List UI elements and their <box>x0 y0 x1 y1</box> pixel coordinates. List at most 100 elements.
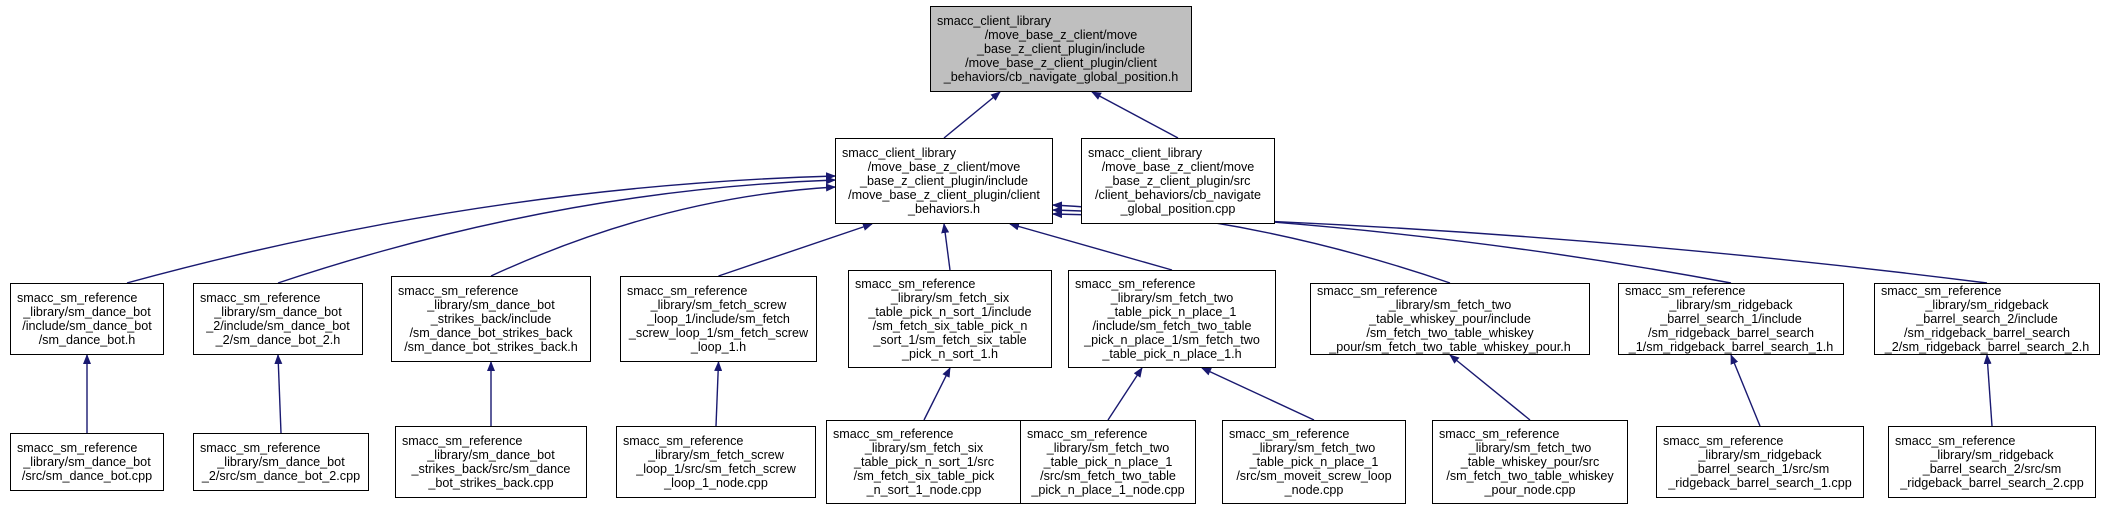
node-ridge1-h[interactable]: smacc_sm_reference_library/sm_ridgeback_… <box>1618 283 1844 355</box>
node-dance2-cpp[interactable]: smacc_sm_reference_library/sm_dance_bot_… <box>193 433 369 491</box>
node-label-line: _table_pick_n_place_1 <box>1043 455 1173 469</box>
node-label-line: smacc_sm_reference <box>1625 284 1746 298</box>
node-dance2-h[interactable]: smacc_sm_reference_library/sm_dance_bot_… <box>193 283 363 355</box>
node-label-line: _library/sm_dance_bot <box>23 305 151 319</box>
node-cb-header[interactable]: smacc_client_library/move_base_z_client/… <box>835 138 1053 224</box>
node-label-line: _strikes_back/src/sm_dance <box>411 462 571 476</box>
edge-two-h-to-cb-header <box>1009 222 1173 271</box>
node-label-line: smacc_sm_reference <box>17 441 138 455</box>
node-label-line: _2/sm_dance_bot_2.h <box>215 333 341 347</box>
edge-whiskey-cpp-to-whiskey-h <box>1449 354 1531 421</box>
node-label-line: _library/sm_dance_bot <box>427 298 555 312</box>
node-label-line: smacc_sm_reference <box>200 291 321 305</box>
node-label-line: /sm_fetch_two_table_whiskey <box>1366 326 1534 340</box>
node-label-line: /src/sm_dance_bot.cpp <box>21 469 153 483</box>
edge-six-cpp-to-six-h <box>923 367 951 421</box>
node-label-line: _library/sm_fetch_two <box>1468 441 1592 455</box>
node-label-line: _table_whiskey_pour/src <box>1460 455 1600 469</box>
node-label-line: smacc_sm_reference <box>623 434 744 448</box>
node-dance-h[interactable]: smacc_sm_reference_library/sm_dance_bot/… <box>10 283 164 355</box>
node-label-line: /sm_ridgeback_barrel_search <box>1904 326 2070 340</box>
node-two-cpp[interactable]: smacc_sm_reference_library/sm_fetch_two_… <box>1020 420 1196 504</box>
node-label-line: smacc_sm_reference <box>627 284 748 298</box>
node-label-line: _loop_1_node.cpp <box>664 476 768 490</box>
node-label-line: _ridgeback_barrel_search_2.cpp <box>1900 476 2084 490</box>
node-screw-cpp[interactable]: smacc_sm_reference_library/sm_fetch_scre… <box>616 426 816 498</box>
node-label-line: _library/sm_ridgeback <box>1925 298 2049 312</box>
node-label-line: _library/sm_dance_bot <box>23 455 151 469</box>
node-label-line: /client_behaviors/cb_navigate <box>1095 188 1261 202</box>
node-label-line: _library/sm_fetch_six <box>864 441 984 455</box>
node-label-line: _table_pick_n_place_1.h <box>1102 347 1242 361</box>
edge-strikes-h-to-cb-header <box>490 183 836 277</box>
node-label-line: /sm_dance_bot_strikes_back <box>409 326 573 340</box>
node-label-line: _library/sm_fetch_screw <box>650 298 787 312</box>
node-label-line: _1/sm_ridgeback_barrel_search_1.h <box>1628 340 1834 354</box>
edge-dance2-cpp-to-dance2-h <box>274 354 283 434</box>
node-label-line: _n_sort_1_node.cpp <box>866 483 982 497</box>
node-label-line: /move_base_z_client/move <box>1101 160 1255 174</box>
node-label-line: /sm_ridgeback_barrel_search <box>1648 326 1814 340</box>
node-label-line: _pour_node.cpp <box>1484 483 1576 497</box>
edge-screw-cpp-to-screw-h <box>714 361 723 427</box>
node-label-line: _barrel_search_1/src/sm <box>1690 462 1830 476</box>
node-label-line: smacc_sm_reference <box>200 441 321 455</box>
node-label-line: smacc_client_library <box>842 146 957 160</box>
node-label-line: _library/sm_fetch_two <box>1388 298 1512 312</box>
node-moveit-cpp[interactable]: smacc_sm_reference_library/sm_fetch_two_… <box>1222 420 1406 504</box>
node-label-line: _table_whiskey_pour/include <box>1369 312 1531 326</box>
node-ridge2-h[interactable]: smacc_sm_reference_library/sm_ridgeback_… <box>1874 283 2100 355</box>
edge-two-cpp-to-two-h <box>1107 367 1143 421</box>
node-screw-h[interactable]: smacc_sm_reference_library/sm_fetch_scre… <box>620 276 817 362</box>
node-label-line: smacc_sm_reference <box>402 434 523 448</box>
node-label-line: _bot_strikes_back.cpp <box>428 476 554 490</box>
node-label-line: _library/sm_ridgeback <box>1698 448 1822 462</box>
node-label-line: _library/sm_fetch_two <box>1252 441 1376 455</box>
node-label-line: _library/sm_fetch_screw <box>648 448 784 462</box>
node-two-h[interactable]: smacc_sm_reference_library/sm_fetch_two_… <box>1068 270 1276 368</box>
node-root: smacc_client_library/move_base_z_client/… <box>930 6 1192 92</box>
node-label-line: /include/sm_dance_bot <box>22 319 152 333</box>
node-label-line: _base_z_client_plugin/include <box>859 174 1029 188</box>
node-label-line: _barrel_search_1/include <box>1660 312 1802 326</box>
node-label-line: _library/sm_fetch_six <box>890 291 1010 305</box>
edge-dance-h-to-cb-header <box>126 172 836 284</box>
node-label-line: _behaviors.h <box>907 202 981 216</box>
node-label-line: smacc_sm_reference <box>1895 434 2016 448</box>
node-label-line: _library/sm_fetch_two <box>1046 441 1170 455</box>
node-whiskey-cpp[interactable]: smacc_sm_reference_library/sm_fetch_two_… <box>1432 420 1628 504</box>
node-label-line: /src/sm_fetch_two_table <box>1040 469 1176 483</box>
node-label-line: /sm_dance_bot_strikes_back.h <box>404 340 578 354</box>
node-label-line: _table_pick_n_place_1 <box>1107 305 1237 319</box>
node-strikes-cpp[interactable]: smacc_sm_reference_library/sm_dance_bot_… <box>395 426 587 498</box>
node-label-line: smacc_sm_reference <box>1027 427 1148 441</box>
node-label-line: smacc_sm_reference <box>833 427 954 441</box>
node-six-cpp[interactable]: smacc_sm_reference_library/sm_fetch_six _… <box>826 420 1022 504</box>
node-label-line: smacc_client_library <box>1088 146 1203 160</box>
node-label-line: _screw_loop_1/sm_fetch_screw <box>628 326 809 340</box>
node-label-line: _global_position.cpp <box>1120 202 1236 216</box>
node-label-line: /move_base_z_client_plugin/client <box>965 56 1157 70</box>
node-ridge2-cpp[interactable]: smacc_sm_reference_library/sm_ridgeback_… <box>1888 426 2096 498</box>
node-label-line: _2/include/sm_dance_bot <box>206 319 350 333</box>
node-label-line: /move_base_z_client/move <box>984 28 1138 42</box>
node-label-line: _behaviors/cb_navigate_global_position.h <box>943 70 1179 84</box>
node-label-line: _base_z_client_plugin/include <box>976 42 1146 56</box>
node-label-line: smacc_client_library <box>937 14 1052 28</box>
node-label-line: smacc_sm_reference <box>1663 434 1784 448</box>
node-label-line: _table_pick_n_sort_1/include <box>868 305 1032 319</box>
node-ridge1-cpp[interactable]: smacc_sm_reference_library/sm_ridgeback_… <box>1656 426 1864 498</box>
node-dance-cpp[interactable]: smacc_sm_reference_library/sm_dance_bot/… <box>10 433 164 491</box>
node-label-line: /sm_dance_bot.h <box>38 333 136 347</box>
node-label-line: _loop_1/include/sm_fetch <box>647 312 790 326</box>
node-label-line: _2/src/sm_dance_bot_2.cpp <box>201 469 361 483</box>
edge-cb-cpp-to-root <box>1091 91 1179 139</box>
node-label-line: _pick_n_sort_1.h <box>902 347 998 361</box>
node-six-h[interactable]: smacc_sm_reference_library/sm_fetch_six_… <box>848 270 1052 368</box>
node-label-line: smacc_sm_reference <box>1229 427 1350 441</box>
node-cb-cpp[interactable]: smacc_client_library/move_base_z_client/… <box>1081 138 1275 224</box>
node-strikes-h[interactable]: smacc_sm_reference_library/sm_dance_bot_… <box>391 276 591 362</box>
node-label-line: _library/sm_fetch_two <box>1110 291 1234 305</box>
node-label-line: _loop_1.h <box>690 340 747 354</box>
node-whiskey-h[interactable]: smacc_sm_reference_library/sm_fetch_two_… <box>1310 283 1590 355</box>
